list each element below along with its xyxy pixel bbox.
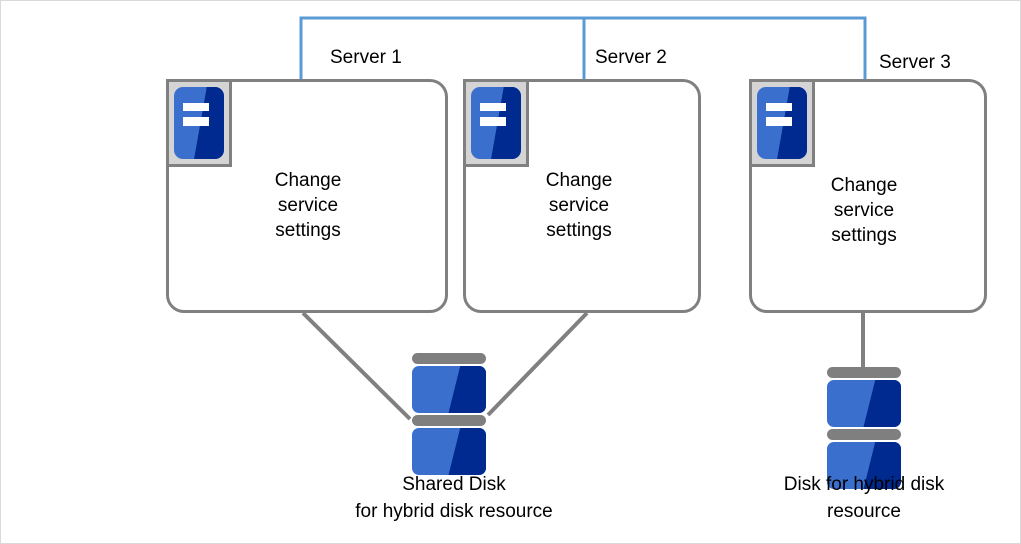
server-icon-3-slot-bottom bbox=[765, 117, 792, 126]
server-icon-2 bbox=[463, 79, 529, 167]
hybrid-disk-platter-top bbox=[827, 380, 901, 427]
server-icon-3-slot-top bbox=[765, 102, 792, 112]
shared-disk-bar-top bbox=[412, 353, 486, 364]
hybrid-disk-platter-top-shading bbox=[827, 380, 901, 427]
network-bus bbox=[299, 16, 867, 79]
hybrid-disk-platter-bottom bbox=[827, 442, 901, 489]
hybrid-disk-icon bbox=[827, 367, 901, 491]
server-3-title: Server 3 bbox=[875, 52, 955, 74]
server-1-body-text: Change service settings bbox=[274, 170, 342, 241]
server-icon-1 bbox=[166, 79, 232, 167]
hybrid-disk-caption: Disk for hybrid disk resource bbox=[783, 474, 945, 522]
server-2-title: Server 2 bbox=[591, 47, 671, 69]
shared-disk-platter-top bbox=[412, 366, 486, 413]
shared-disk-icon bbox=[412, 353, 486, 477]
shared-disk-links bbox=[301, 311, 589, 421]
server-icon-2-chassis bbox=[471, 87, 521, 159]
server-icon-3-chassis bbox=[757, 87, 807, 159]
server-3-body-text: Change service settings bbox=[830, 175, 898, 246]
shared-disk-platter-top-shading bbox=[412, 366, 486, 413]
server-icon-1-slot-bottom bbox=[182, 117, 209, 126]
server-icon-1-chassis bbox=[174, 87, 224, 159]
server-icon-1-slot-top bbox=[182, 102, 209, 112]
server-icon-2-slot-top bbox=[479, 102, 506, 112]
shared-disk-platter-bottom-shading bbox=[412, 428, 486, 475]
hybrid-disk-platter-bottom-shading bbox=[827, 442, 901, 489]
server-1-title: Server 1 bbox=[326, 47, 406, 69]
hybrid-disk-bar-middle bbox=[827, 429, 901, 440]
link-server2-to-shared-disk bbox=[486, 311, 589, 417]
server-2-body-text: Change service settings bbox=[545, 170, 613, 241]
shared-disk-caption: Shared Disk for hybrid disk resource bbox=[355, 474, 553, 522]
shared-disk-platter-bottom bbox=[412, 428, 486, 475]
server-icon-3 bbox=[749, 79, 815, 167]
hybrid-disk-bar-top bbox=[827, 367, 901, 378]
link-server1-to-shared-disk bbox=[301, 311, 412, 421]
server-icon-2-slot-bottom bbox=[479, 117, 506, 126]
shared-disk-bar-middle bbox=[412, 415, 486, 426]
